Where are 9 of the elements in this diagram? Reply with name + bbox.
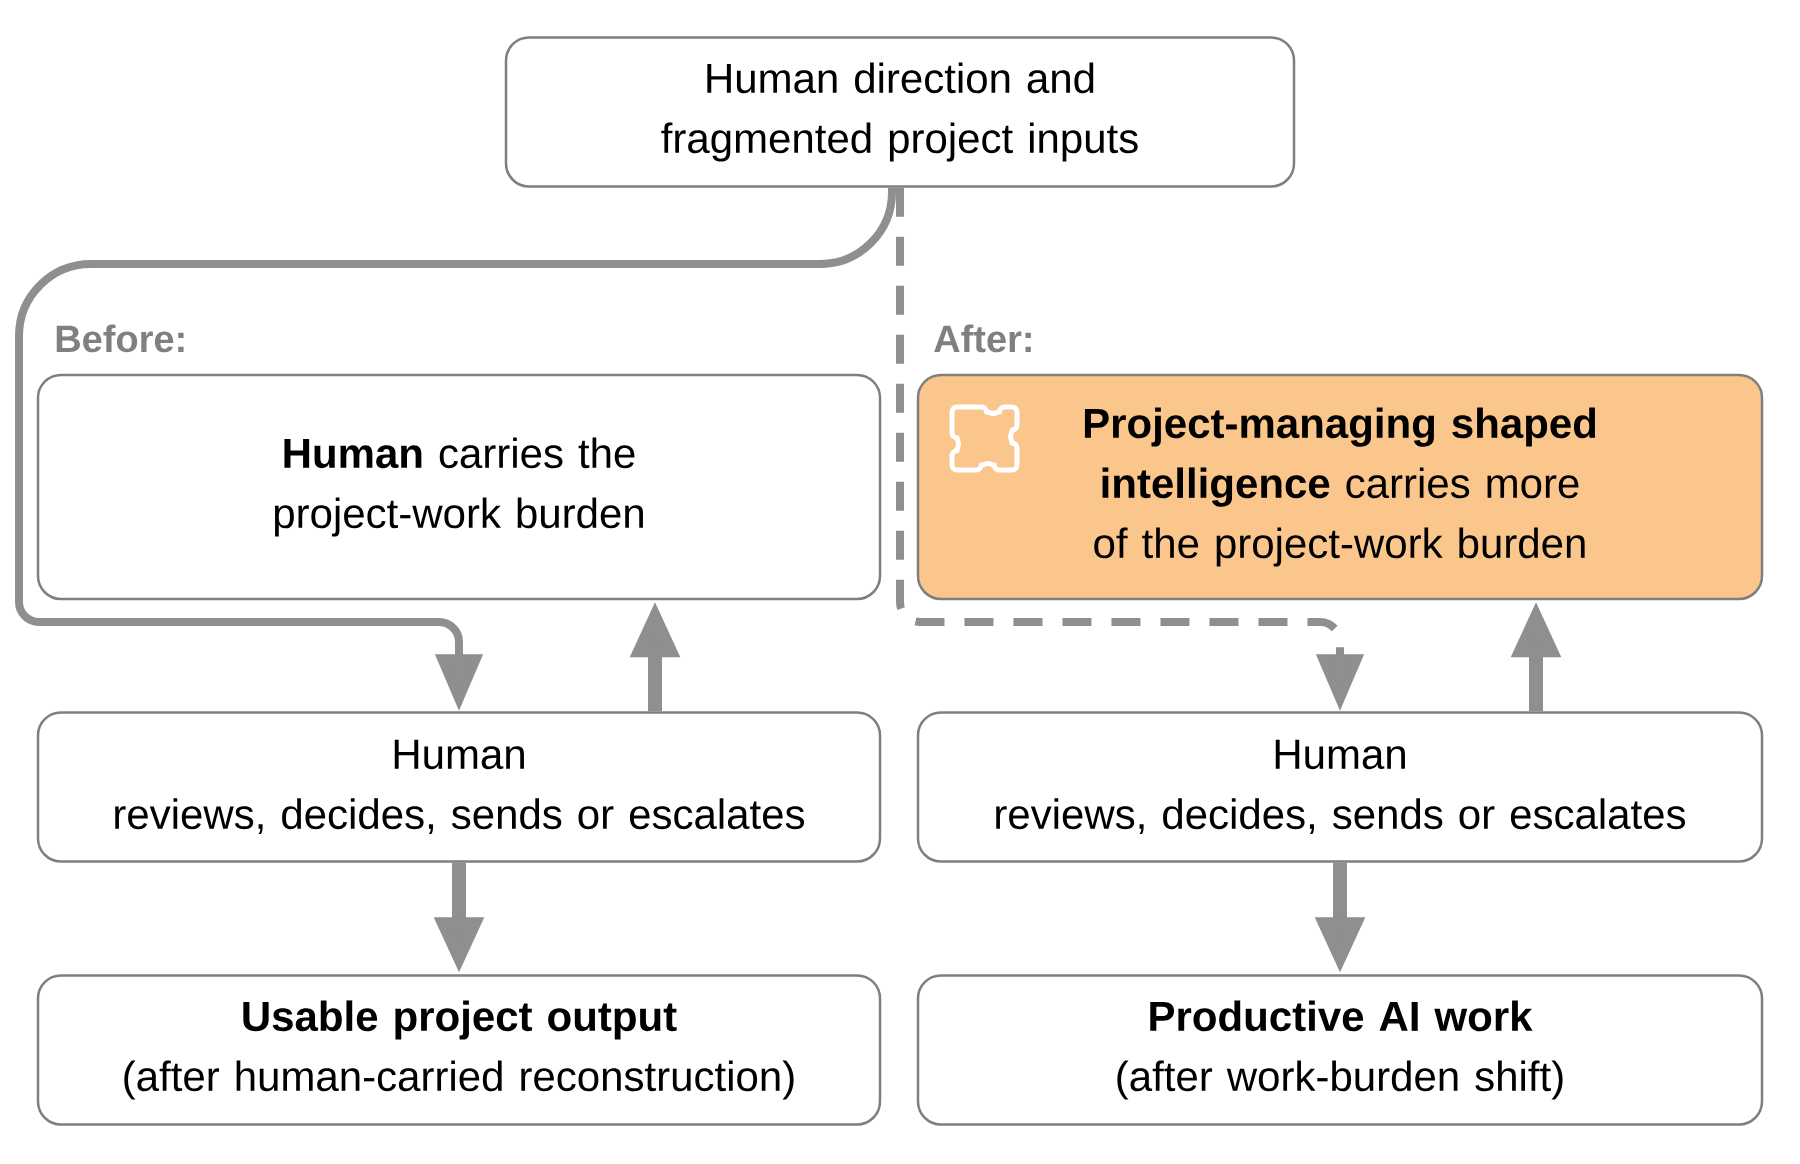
process-box: Human reviews, decides, sends or escalates [916,711,1764,863]
result-box: Productive AI work (after work-burden shift) [916,974,1764,1126]
section-label: After: [934,324,1031,353]
process-box: Human reviews, decides, sends or escalates [36,711,882,863]
section-label: Before: [56,324,184,353]
highlighted-box: Project-managing shaped intelligence carries more of the project-work burden [916,373,1764,601]
process-box: Human carries the project-work burden [36,373,882,601]
result-box: Usable project output (after human-carried reconstruction) [36,974,882,1126]
process-box: Human direction and fragmented project inputs [504,36,1296,188]
